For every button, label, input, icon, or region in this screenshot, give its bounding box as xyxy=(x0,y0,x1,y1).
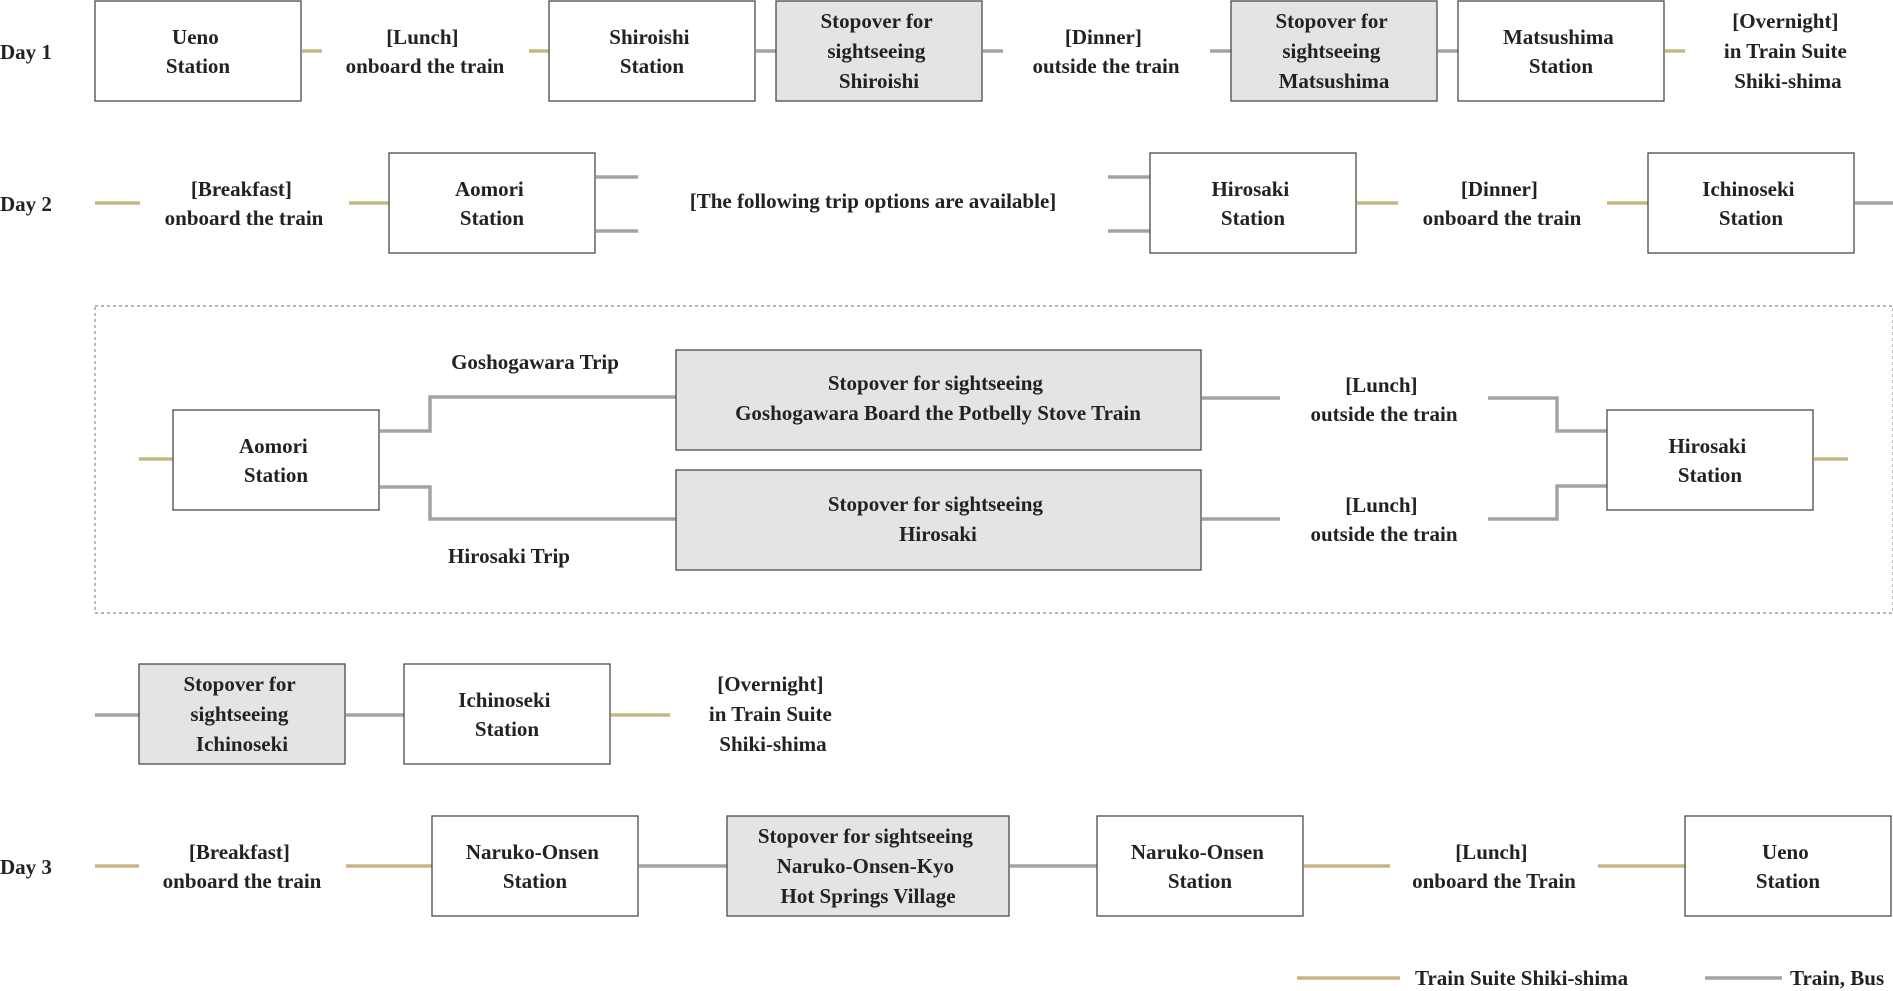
text-overnight-2: [Overnight] in Train Suite Shiki-shima xyxy=(709,672,837,756)
node-text: [Breakfast] onboard the train xyxy=(163,840,322,893)
branch-line-hirosaki xyxy=(380,485,676,521)
day-2-label: Day 2 xyxy=(0,192,52,216)
node-stopover-naruko: Stopover for sightseeing Naruko-Onsen-Ky… xyxy=(726,815,1010,917)
day-2-continued-row: Stopover for sightseeing Ichinoseki Ichi… xyxy=(95,663,837,765)
merge-line-hirosaki xyxy=(1488,484,1607,521)
node-text: Ueno Station xyxy=(1756,840,1821,893)
node-aomori-station-option: Aomori Station xyxy=(172,409,380,511)
node-text: Stopover for sightseeing Shiroishi xyxy=(820,9,937,93)
node-ueno-station: Ueno Station xyxy=(94,0,302,102)
text-lunch-outside-a: [Lunch] outside the train xyxy=(1311,373,1458,426)
node-text: Shiroishi Station xyxy=(609,25,694,78)
node-text: Stopover for sightseeing Hirosaki xyxy=(828,492,1048,546)
node-text: Aomori Station xyxy=(455,177,529,230)
legend-label-train-suite: Train Suite Shiki-shima xyxy=(1415,966,1629,990)
node-stopover-hirosaki: Stopover for sightseeing Hirosaki xyxy=(675,469,1202,571)
node-text: Ichinoseki Station xyxy=(1702,177,1799,230)
node-text: Ichinoseki Station xyxy=(458,688,555,741)
legend: Train Suite Shiki-shima Train, Bus xyxy=(1297,966,1884,990)
node-text: Stopover for sightseeing Naruko-Onsen-Ky… xyxy=(758,824,978,908)
text-lunch-onboard-3: [Lunch] onboard the Train xyxy=(1412,840,1576,893)
node-stopover-goshogawara: Stopover for sightseeing Goshogawara Boa… xyxy=(675,349,1202,451)
node-stopover-matsushima: Stopover for sightseeing Matsushima xyxy=(1230,0,1438,102)
text-overnight: [Overnight] in Train Suite Shiki-shima xyxy=(1724,9,1852,93)
node-hirosaki-station-option: Hirosaki Station xyxy=(1606,409,1814,511)
node-shiroishi-station: Shiroishi Station xyxy=(548,0,756,102)
node-hirosaki-station: Hirosaki Station xyxy=(1149,152,1357,254)
node-text: [Lunch] outside the train xyxy=(1311,373,1458,426)
node-text: [Dinner] outside the train xyxy=(1033,25,1180,78)
goshogawara-trip-label: Goshogawara Trip xyxy=(451,350,619,374)
node-text: Stopover for sightseeing Ichinoseki xyxy=(183,672,300,756)
node-text: Hirosaki Station xyxy=(1211,177,1294,230)
hirosaki-trip-label: Hirosaki Trip xyxy=(448,544,570,568)
day-3-row: Day 3 [Breakfast] onboard the train Naru… xyxy=(0,815,1892,917)
day-2-row: Day 2 [Breakfast] onboard the train Aomo… xyxy=(0,152,1893,254)
branch-line-goshogawara xyxy=(380,395,676,433)
day-1-row: Day 1 Ueno Station [Lunch] onboard the t… xyxy=(0,0,1852,102)
node-text: Aomori Station xyxy=(239,434,313,487)
legend-label-train-bus: Train, Bus xyxy=(1790,966,1884,990)
dashed-frame xyxy=(94,305,1893,614)
day-1-label: Day 1 xyxy=(0,40,52,64)
node-text: [Dinner] onboard the train xyxy=(1423,177,1582,230)
node-text: Ueno Station xyxy=(166,25,231,78)
node-ichinoseki-station-2: Ichinoseki Station xyxy=(403,663,611,765)
node-text: [Breakfast] onboard the train xyxy=(165,177,324,230)
trip-options-panel: Aomori Station Goshogawara Trip Hirosaki… xyxy=(94,305,1893,614)
text-lunch-outside-b: [Lunch] outside the train xyxy=(1311,493,1458,546)
node-naruko-onsen-station-1: Naruko-Onsen Station xyxy=(431,815,639,917)
text-breakfast-onboard: [Breakfast] onboard the train xyxy=(165,177,324,230)
node-ueno-station-3: Ueno Station xyxy=(1684,815,1892,917)
node-text: [Overnight] in Train Suite Shiki-shima xyxy=(709,672,837,756)
node-stopover-ichinoseki: Stopover for sightseeing Ichinoseki xyxy=(138,663,346,765)
node-text: Hirosaki Station xyxy=(1668,434,1751,487)
trip-options-note: [The following trip options are availabl… xyxy=(690,189,1057,213)
text-breakfast-onboard-3: [Breakfast] onboard the train xyxy=(163,840,322,893)
node-text: Naruko-Onsen Station xyxy=(1131,840,1269,893)
node-text: [Overnight] in Train Suite Shiki-shima xyxy=(1724,9,1852,93)
node-text: Matsushima Station xyxy=(1503,25,1619,78)
day-3-label: Day 3 xyxy=(0,855,52,879)
text-dinner-onboard: [Dinner] onboard the train xyxy=(1423,177,1582,230)
node-text: Stopover for sightseeing Matsushima xyxy=(1275,9,1392,93)
node-text: [Lunch] onboard the train xyxy=(346,25,505,78)
node-text: [Lunch] outside the train xyxy=(1311,493,1458,546)
merge-line-goshogawara xyxy=(1488,396,1607,433)
node-text: [Lunch] onboard the Train xyxy=(1412,840,1576,893)
text-dinner-outside: [Dinner] outside the train xyxy=(1033,25,1180,78)
text-lunch-onboard: [Lunch] onboard the train xyxy=(346,25,505,78)
node-text: Naruko-Onsen Station xyxy=(466,840,604,893)
node-aomori-station: Aomori Station xyxy=(388,152,596,254)
node-naruko-onsen-station-2: Naruko-Onsen Station xyxy=(1096,815,1304,917)
node-text: Stopover for sightseeing Goshogawara Boa… xyxy=(735,371,1141,425)
node-matsushima-station: Matsushima Station xyxy=(1457,0,1665,102)
node-stopover-shiroishi: Stopover for sightseeing Shiroishi xyxy=(775,0,983,102)
node-ichinoseki-station: Ichinoseki Station xyxy=(1647,152,1855,254)
